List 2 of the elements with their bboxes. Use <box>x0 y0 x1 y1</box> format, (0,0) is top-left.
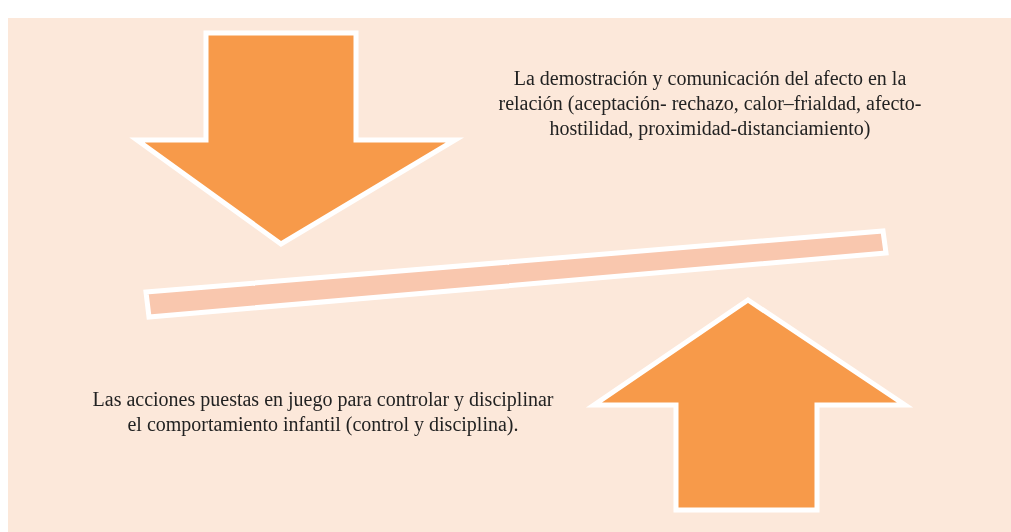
description-text: La demostración y comunicación del afecto en la relación (aceptación- rechazo, calor–frialdad, afecto-hostilidad, proximidad-distanciamiento) <box>497 66 923 141</box>
description-text: Las acciones puestas en juego para controlar y disciplinar el comportamiento infantil (control y disciplina). <box>91 387 555 437</box>
